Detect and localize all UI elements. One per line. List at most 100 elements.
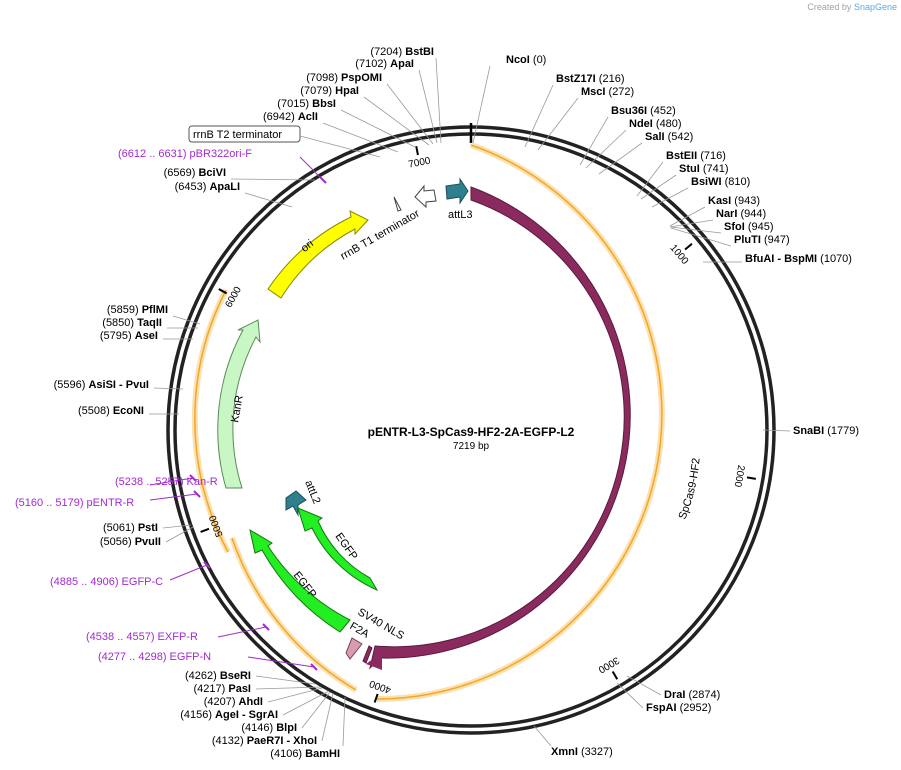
site-leader-bstbi: [435, 57, 442, 144]
attl3-label: attL3: [448, 209, 472, 221]
site-stui: StuI (741): [679, 163, 729, 175]
site-leader-nari: [669, 219, 714, 228]
spcas9-feature: [369, 186, 631, 670]
site-leader-apai: [418, 69, 438, 144]
primer-mark: [193, 490, 201, 498]
site-bsteii: BstEII (716): [666, 150, 726, 162]
site-leader-apali: [244, 192, 293, 208]
site-xmni: XmnI (3327): [551, 746, 613, 758]
primer-mark: [319, 176, 327, 184]
site-leader-bcivi: [230, 178, 316, 181]
primer-leader: [217, 626, 267, 638]
primer-mark: [203, 561, 211, 569]
site-bstbi: (7204) BstBI: [370, 46, 434, 58]
site-leader-pspomi: [386, 83, 434, 145]
site-apali: (6453) ApaLI: [175, 181, 240, 193]
tick-label: 6000: [223, 285, 244, 310]
plasmid-title: pENTR-L3-SpCas9-HF2-2A-EGFP-L2: [368, 425, 575, 439]
site-ncoi: NcoI (0): [506, 54, 546, 66]
kanr-feature: [217, 319, 261, 489]
tick-mark: [218, 288, 228, 295]
egfp-inner-feature: [297, 507, 379, 592]
site-leader-fspai: [616, 682, 644, 709]
primer-label: (6612 .. 6631) pBR322ori-F: [118, 148, 252, 160]
site-nari: NarI (944): [716, 208, 766, 220]
tick-mark: [746, 476, 757, 480]
site-pasi: (4217) PasI: [194, 683, 252, 695]
site-kasi: KasI (943): [708, 195, 760, 207]
snapgene-brand: SnapGene: [853, 2, 897, 12]
ori-feature: [267, 210, 369, 299]
primer-label: (5160 .. 5179) pENTR-R: [15, 497, 134, 509]
site-fspai: FspAI (2952): [646, 702, 711, 714]
primer-mark: [189, 474, 197, 482]
sv40-nls-feature: [362, 645, 373, 664]
site-bcivi: (6569) BciVI: [164, 167, 226, 179]
rrnb-t2-leader: [299, 135, 381, 158]
site-bstz17i: BstZ17I (216): [556, 73, 625, 85]
site-leader-ahdi: [267, 687, 323, 703]
restriction-sites: (7204) BstBI NcoI (0) (7102) ApaI BstZ17I (…: [54, 46, 859, 760]
site-taqii: (5850) TaqII: [102, 317, 162, 329]
site-pvuii: (5056) PvuII: [100, 536, 161, 548]
site-leader-pflmi: [172, 315, 201, 325]
site-drai: DraI (2874): [664, 689, 720, 701]
tick-mark: [415, 146, 419, 156]
site-leader-bstz17i: [524, 84, 554, 148]
primer-leader: [247, 656, 315, 668]
primer-leader: [299, 156, 324, 181]
site-leader-blpi: [301, 691, 331, 729]
site-bsu36i: Bsu36I (452): [611, 105, 676, 117]
site-psti: (5061) PstI: [103, 522, 158, 534]
kanr-label: KanR: [229, 394, 246, 423]
tick-label: 5000: [207, 513, 225, 538]
site-asisi-pvui: (5596) AsiSI - PvuI: [54, 379, 149, 391]
primer-label: (4885 .. 4906) EGFP-C: [50, 576, 163, 588]
tick-mark: [611, 671, 619, 680]
site-leader-snabi: [762, 429, 791, 432]
site-apai: (7102) ApaI: [355, 58, 414, 70]
tick-label: 1000: [667, 243, 690, 267]
site-leader-xmni: [533, 725, 552, 747]
site-blpi: (4146) BlpI: [241, 722, 297, 734]
site-leader-drai: [626, 675, 662, 696]
site-leader-kasi: [669, 206, 706, 227]
rrnb-t2-feature: [393, 196, 402, 212]
site-leader-bseri: [255, 675, 316, 685]
primer-leader: [169, 564, 208, 581]
site-leader-msci: [537, 97, 579, 151]
spcas9-arrowhead: [366, 652, 382, 670]
tick-label: 7000: [408, 155, 432, 170]
site-snabi: SnaBI (1779): [793, 425, 859, 437]
site-leader-bsu36i: [579, 116, 609, 166]
site-leader-sali: [598, 142, 643, 175]
site-pspomi: (7098) PspOMI: [306, 72, 382, 84]
plasmid-size: 7219 bp: [453, 441, 490, 452]
orf-arc-egfp-core: [231, 537, 357, 691]
site-bseri: (4262) BseRI: [185, 670, 251, 682]
site-leader-asisi-pvui: [153, 387, 184, 390]
site-leader-pvuii: [165, 526, 194, 543]
orf-arc-main-core: [376, 144, 663, 700]
credit-prefix: Created by: [807, 2, 852, 12]
site-econi: (5508) EcoNI: [78, 405, 144, 417]
site-bamhi: (4106) BamHI: [270, 748, 340, 760]
site-msci: MscI (272): [581, 86, 634, 98]
tick-mark: [684, 242, 693, 251]
site-leader-paer7i-xhoi: [321, 692, 334, 742]
rrnb-t2-label: rrnB T2 terminator: [193, 129, 282, 141]
rrnb-t1-feature: [414, 184, 437, 209]
site-leader-ndei: [585, 129, 627, 169]
tick-mark: [200, 527, 210, 533]
site-leader-bamhi: [342, 696, 346, 747]
site-leader-sfoi: [670, 226, 722, 234]
site-bfuai-bspmi: BfuAI - BspMI (1070): [745, 253, 852, 265]
rrnb-t2-label-box: [188, 125, 301, 143]
site-sfoi: SfoI (945): [724, 221, 774, 233]
site-asei: (5795) AseI: [100, 330, 158, 342]
primer-leader: [149, 493, 198, 501]
primer-mark: [262, 623, 270, 631]
site-leader-bsiwi: [651, 187, 689, 208]
snapgene-credit: Created by SnapGene: [807, 2, 897, 12]
